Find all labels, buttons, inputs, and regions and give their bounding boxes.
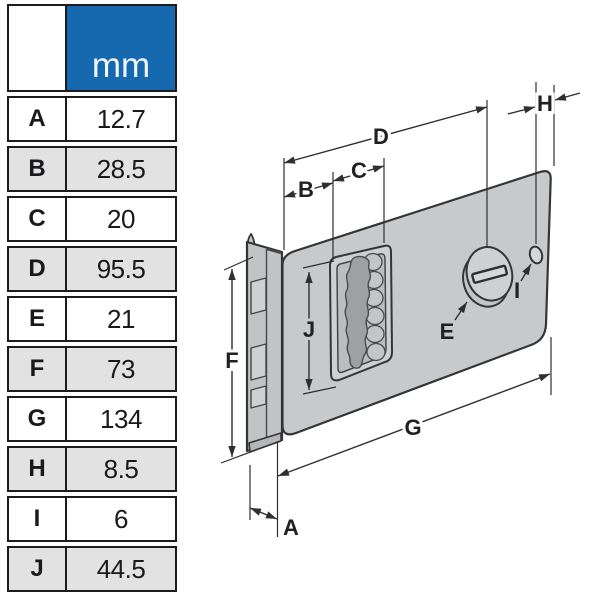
dim-value: 95.5 <box>96 253 146 284</box>
wheel-tooth <box>365 324 385 344</box>
housing-notch <box>250 385 267 409</box>
leader-line-i <box>520 263 532 282</box>
technical-drawing: D B C H J F G A E I <box>220 82 581 543</box>
dimension-line-g <box>277 373 551 477</box>
dim-label-e: E <box>440 319 455 344</box>
dim-letter: C <box>9 198 67 240</box>
dim-letter: E <box>9 298 67 340</box>
dim-letter: H <box>9 448 67 490</box>
dim-value: 21 <box>107 303 135 334</box>
table-row: E 21 <box>7 296 177 342</box>
dim-value: 73 <box>107 353 135 384</box>
dim-letter: F <box>9 348 67 390</box>
dim-label-j: J <box>303 317 315 342</box>
disc-slot <box>471 264 509 284</box>
table-row: A 12.7 <box>7 96 177 142</box>
dim-value: 20 <box>107 203 135 234</box>
dim-letter: D <box>9 248 67 290</box>
dim-letter: A <box>9 98 67 140</box>
face-plate <box>281 170 552 436</box>
housing-notch <box>250 277 267 315</box>
dim-label-a: A <box>283 515 299 540</box>
table-header: mm <box>7 4 177 92</box>
dimension-lines <box>228 92 581 520</box>
dimension-labels: D B C H J F G A E I <box>222 88 556 543</box>
dim-label-b: B <box>298 177 314 202</box>
dim-label-i: I <box>514 278 520 303</box>
table-row: D 95.5 <box>7 246 177 292</box>
dim-value: 6 <box>114 503 128 534</box>
table-row: B 28.5 <box>7 146 177 192</box>
dim-value: 134 <box>100 403 142 434</box>
dim-label-h: H <box>537 91 553 116</box>
dim-letter: I <box>9 498 67 540</box>
table-row: H 8.5 <box>7 446 177 492</box>
dim-value: 12.7 <box>96 103 146 134</box>
header-empty-cell <box>7 4 67 92</box>
housing-notch <box>250 343 267 381</box>
dim-value: 8.5 <box>103 453 139 484</box>
dimension-line-h-right <box>554 92 581 101</box>
thumbwheel-opening <box>328 244 394 382</box>
dimension-table: mm A 12.7 B 28.5 C 20 D 95.5 E 21 F 73 G… <box>7 4 177 596</box>
table-row: C 20 <box>7 196 177 242</box>
dim-value: 28.5 <box>96 153 146 184</box>
dim-letter: B <box>9 148 67 190</box>
thumbwheel <box>344 255 372 369</box>
leader-line-e <box>454 301 468 321</box>
latch-housing <box>245 232 284 453</box>
dim-label-c: C <box>351 158 367 183</box>
table-row: F 73 <box>7 346 177 392</box>
dimension-line-b <box>283 182 334 198</box>
header-unit-cell: mm <box>67 4 177 92</box>
rivet-hole <box>528 245 544 265</box>
dim-label-d: D <box>373 124 389 149</box>
dimension-line-h-left <box>507 106 536 115</box>
dimension-line-c <box>332 165 385 182</box>
dimension-line-d <box>283 106 488 164</box>
dimension-line-a <box>249 507 278 520</box>
dim-letter: G <box>9 398 67 440</box>
dim-label-g: G <box>404 415 421 440</box>
wheel-tooth <box>366 342 386 362</box>
cam-disc <box>462 246 514 308</box>
dim-label-f: F <box>225 348 238 373</box>
table-row: I 6 <box>7 496 177 542</box>
table-row: G 134 <box>7 396 177 442</box>
